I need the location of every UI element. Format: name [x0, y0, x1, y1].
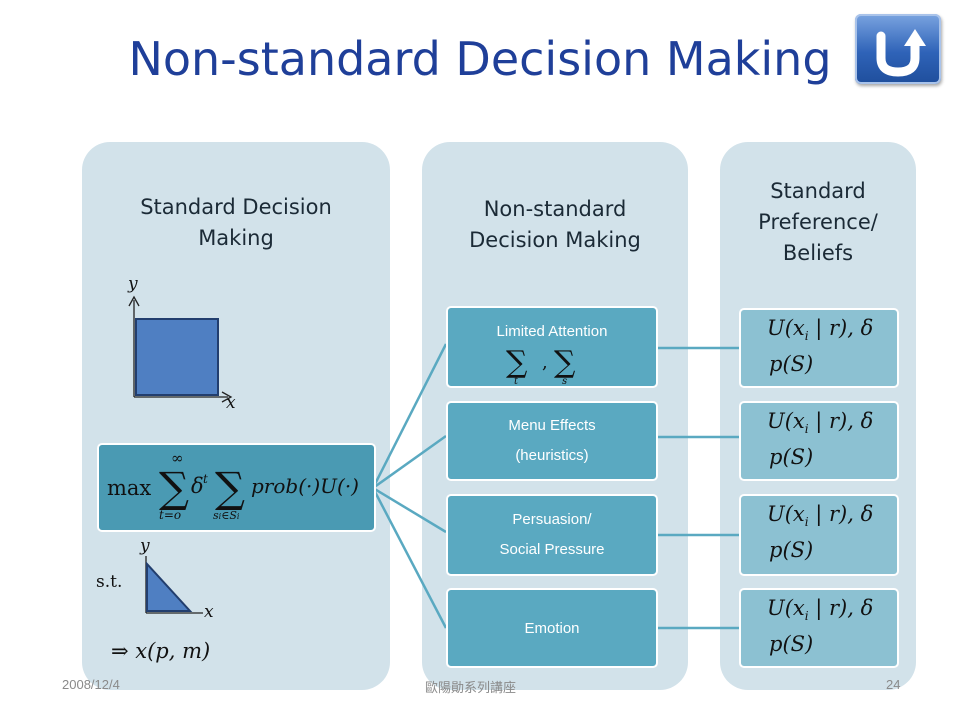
connector-menu-effects	[372, 434, 447, 490]
svg-text:t: t	[203, 472, 208, 486]
preference-box-3: U(xi | r), δ p(S)	[739, 494, 899, 576]
preferences-title-line2: Preference/	[758, 210, 878, 234]
preferences-title-line3: Beliefs	[782, 241, 854, 265]
svg-text:t: t	[514, 376, 519, 384]
persuasion-box: Persuasion/ Social Pressure	[446, 494, 658, 576]
sum-symbols: ∑ t , ∑ s	[506, 345, 576, 384]
menu-effects-label: Menu Effects	[508, 417, 596, 434]
standard-decision-panel: Standard Decision Making	[82, 142, 390, 690]
menu-effects-box: Menu Effects (heuristics)	[446, 401, 658, 481]
svg-text:si∈Si: si∈Si	[213, 509, 240, 522]
preference-box-1: U(xi | r), δ p(S)	[739, 308, 899, 388]
footer-center: 歐陽勛系列講座	[425, 681, 517, 696]
axis2-x-label: x	[204, 602, 214, 622]
connector-persuasion	[372, 486, 447, 534]
axis2-y-label: y	[140, 536, 150, 556]
svg-text:∑: ∑	[215, 463, 245, 512]
preferences-title-line1: Standard	[770, 179, 866, 203]
persuasion-label: Persuasion/	[512, 511, 592, 528]
belief-expression-4: p(S)	[769, 632, 814, 656]
utility-expression-3: U(xi | r), δ	[767, 502, 874, 530]
svg-text:∑: ∑	[554, 345, 576, 380]
emotion-label: Emotion	[524, 620, 580, 637]
emotion-box: Emotion	[446, 588, 658, 668]
utility-expression-4: U(xi | r), δ	[767, 596, 874, 624]
axis-x-label: x	[226, 393, 236, 413]
footer-page-number: 24	[886, 677, 901, 692]
maximization-formula-box: max ∑ ∞ t=o δ t ∑ si∈Si prob(·)U(·)	[97, 443, 376, 532]
return-button[interactable]	[855, 14, 941, 84]
belief-expression-2: p(S)	[769, 445, 814, 469]
belief-expression-3: p(S)	[769, 538, 814, 562]
svg-text:t=o: t=o	[159, 508, 181, 522]
subject-to-label: s.t.	[96, 572, 123, 592]
axis-y-label: y	[128, 274, 138, 294]
maximization-formula: max ∑ ∞ t=o δ t ∑ si∈Si prob(·)U(·)	[107, 449, 359, 522]
utility-expression-2: U(xi | r), δ	[767, 409, 874, 437]
return-arrow-icon	[876, 29, 926, 77]
limited-attention-box: Limited Attention ∑ t , ∑ s	[446, 306, 658, 388]
svg-text:∑: ∑	[159, 463, 189, 512]
demand-result: ⇒ x(p, m)	[111, 639, 211, 663]
standard-title-line2: Making	[198, 226, 274, 250]
limited-attention-label: Limited Attention	[496, 323, 608, 340]
svg-text:δ: δ	[191, 474, 204, 498]
nonstandard-title-line1: Non-standard	[483, 197, 627, 221]
utility-expression-1: U(xi | r), δ	[767, 316, 874, 344]
connector-limited-attention	[371, 343, 448, 489]
svg-text:∑: ∑	[506, 345, 528, 380]
svg-text:s: s	[562, 376, 567, 384]
page-title: Non-standard Decision Making	[128, 32, 832, 86]
svg-text:∞: ∞	[171, 449, 184, 467]
persuasion-sublabel: Social Pressure	[499, 541, 605, 558]
nonstandard-title-line2: Decision Making	[469, 228, 641, 252]
svg-text:prob(·)U(·): prob(·)U(·)	[251, 474, 359, 498]
standard-title-line1: Standard Decision	[140, 195, 332, 219]
svg-text:max: max	[107, 476, 151, 500]
connector-emotion	[371, 487, 448, 629]
preference-box-2: U(xi | r), δ p(S)	[739, 401, 899, 481]
menu-effects-sublabel: (heuristics)	[515, 447, 589, 464]
preference-box-4: U(xi | r), δ p(S)	[739, 588, 899, 668]
footer-date: 2008/12/4	[62, 677, 120, 692]
svg-text:,: ,	[542, 352, 548, 373]
belief-expression-1: p(S)	[769, 352, 814, 376]
